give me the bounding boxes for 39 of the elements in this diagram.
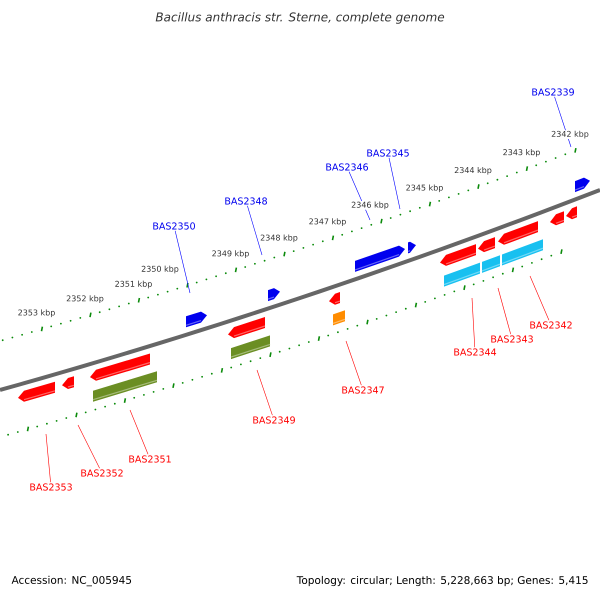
- genome-info-note: Topology: circular; Length: 5,228,663 bp; Genes: 5,415: [296, 576, 588, 586]
- scale-label: 2346 kbp: [350, 201, 390, 210]
- gene-label: BAS2350: [153, 222, 195, 230]
- leader-line: [498, 288, 511, 335]
- leader-line: [130, 410, 148, 455]
- gene-label: BAS2346: [326, 163, 368, 171]
- scale-label: 2344 kbp: [454, 166, 492, 176]
- scale-label: 2348 kbp: [260, 234, 298, 243]
- leader-line: [388, 158, 400, 210]
- leader-line: [530, 276, 550, 320]
- leader-line: [78, 424, 100, 469]
- scale-label: 2352 kbp: [66, 294, 104, 304]
- scale-label: 2347 kbp: [308, 218, 347, 226]
- scale-label: 2351 kbp: [114, 280, 153, 289]
- gene-label: BAS2339: [532, 88, 574, 96]
- gene-label: BAS2345: [367, 149, 409, 157]
- scale-label: 2345 kbp: [405, 184, 444, 193]
- leader-line: [256, 370, 273, 416]
- gene-label: BAS2351: [129, 455, 171, 463]
- leader-line: [472, 298, 476, 348]
- gene-label: BAS2343: [491, 335, 533, 343]
- gene-label: BAS2348: [225, 197, 267, 205]
- gene-label: BAS2347: [342, 386, 384, 394]
- gene-label: BAS2349: [253, 416, 295, 424]
- leader-line: [346, 340, 362, 386]
- scale-label: 2342 kbp: [550, 130, 590, 139]
- leader-line: [247, 206, 262, 256]
- scale-label: 2349 kbp: [211, 250, 250, 258]
- gene-label: BAS2352: [81, 469, 123, 477]
- scale-label: 2350 kbp: [140, 265, 180, 274]
- scale-label: 2343 kbp: [502, 148, 541, 158]
- gene-label: BAS2353: [30, 483, 72, 491]
- title: Bacillus anthracis str. Sterne, complete genome: [156, 12, 444, 24]
- scale-label: 2353 kbp: [17, 308, 56, 318]
- accession-note: Accession: NC_005945: [12, 576, 132, 586]
- gene-label: BAS2344: [454, 348, 496, 356]
- leader-line: [174, 230, 190, 294]
- leader-line: [46, 434, 51, 483]
- gene-label: BAS2342: [530, 321, 572, 329]
